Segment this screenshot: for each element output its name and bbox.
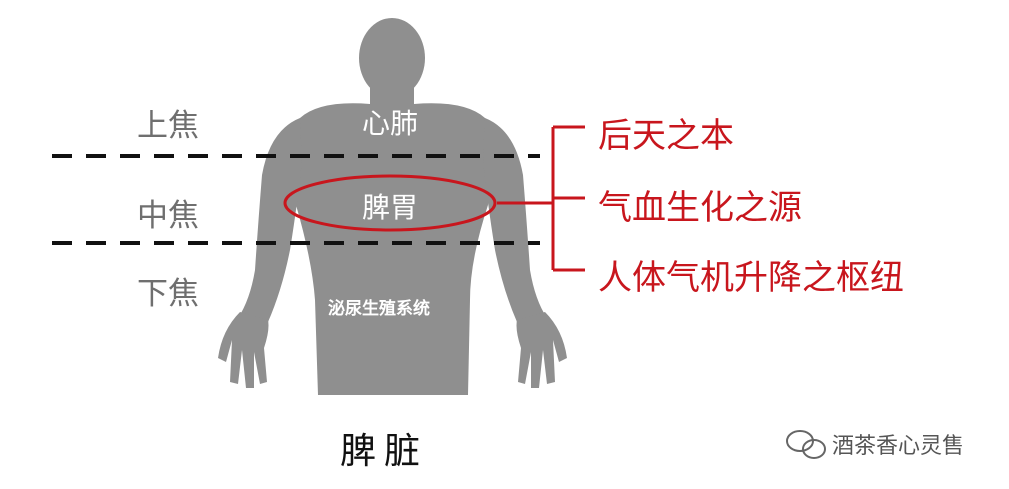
organ-spleen-stomach-label: 脾胃 [362, 191, 419, 224]
diagram-caption: 脾脏 [340, 431, 429, 472]
watermark-text: 酒茶香心灵售 [832, 434, 965, 459]
organ-heart-lung-label: 心肺 [362, 107, 419, 140]
spleen-stomach-highlight [283, 174, 497, 232]
function-bracket [497, 125, 585, 272]
function-label-2: 气血生化之源 [598, 188, 802, 228]
zone-middle-label: 中焦 [137, 198, 199, 234]
zone-lower-label: 下焦 [137, 276, 199, 312]
wechat-icon [786, 430, 826, 459]
zone-upper-label: 上焦 [137, 108, 199, 144]
body-silhouette [218, 18, 567, 395]
function-label-1: 后天之本 [598, 116, 734, 156]
organ-urogenital-label: 泌尿生殖系统 [328, 299, 430, 319]
function-label-3: 人体气机升降之枢纽 [598, 258, 904, 298]
